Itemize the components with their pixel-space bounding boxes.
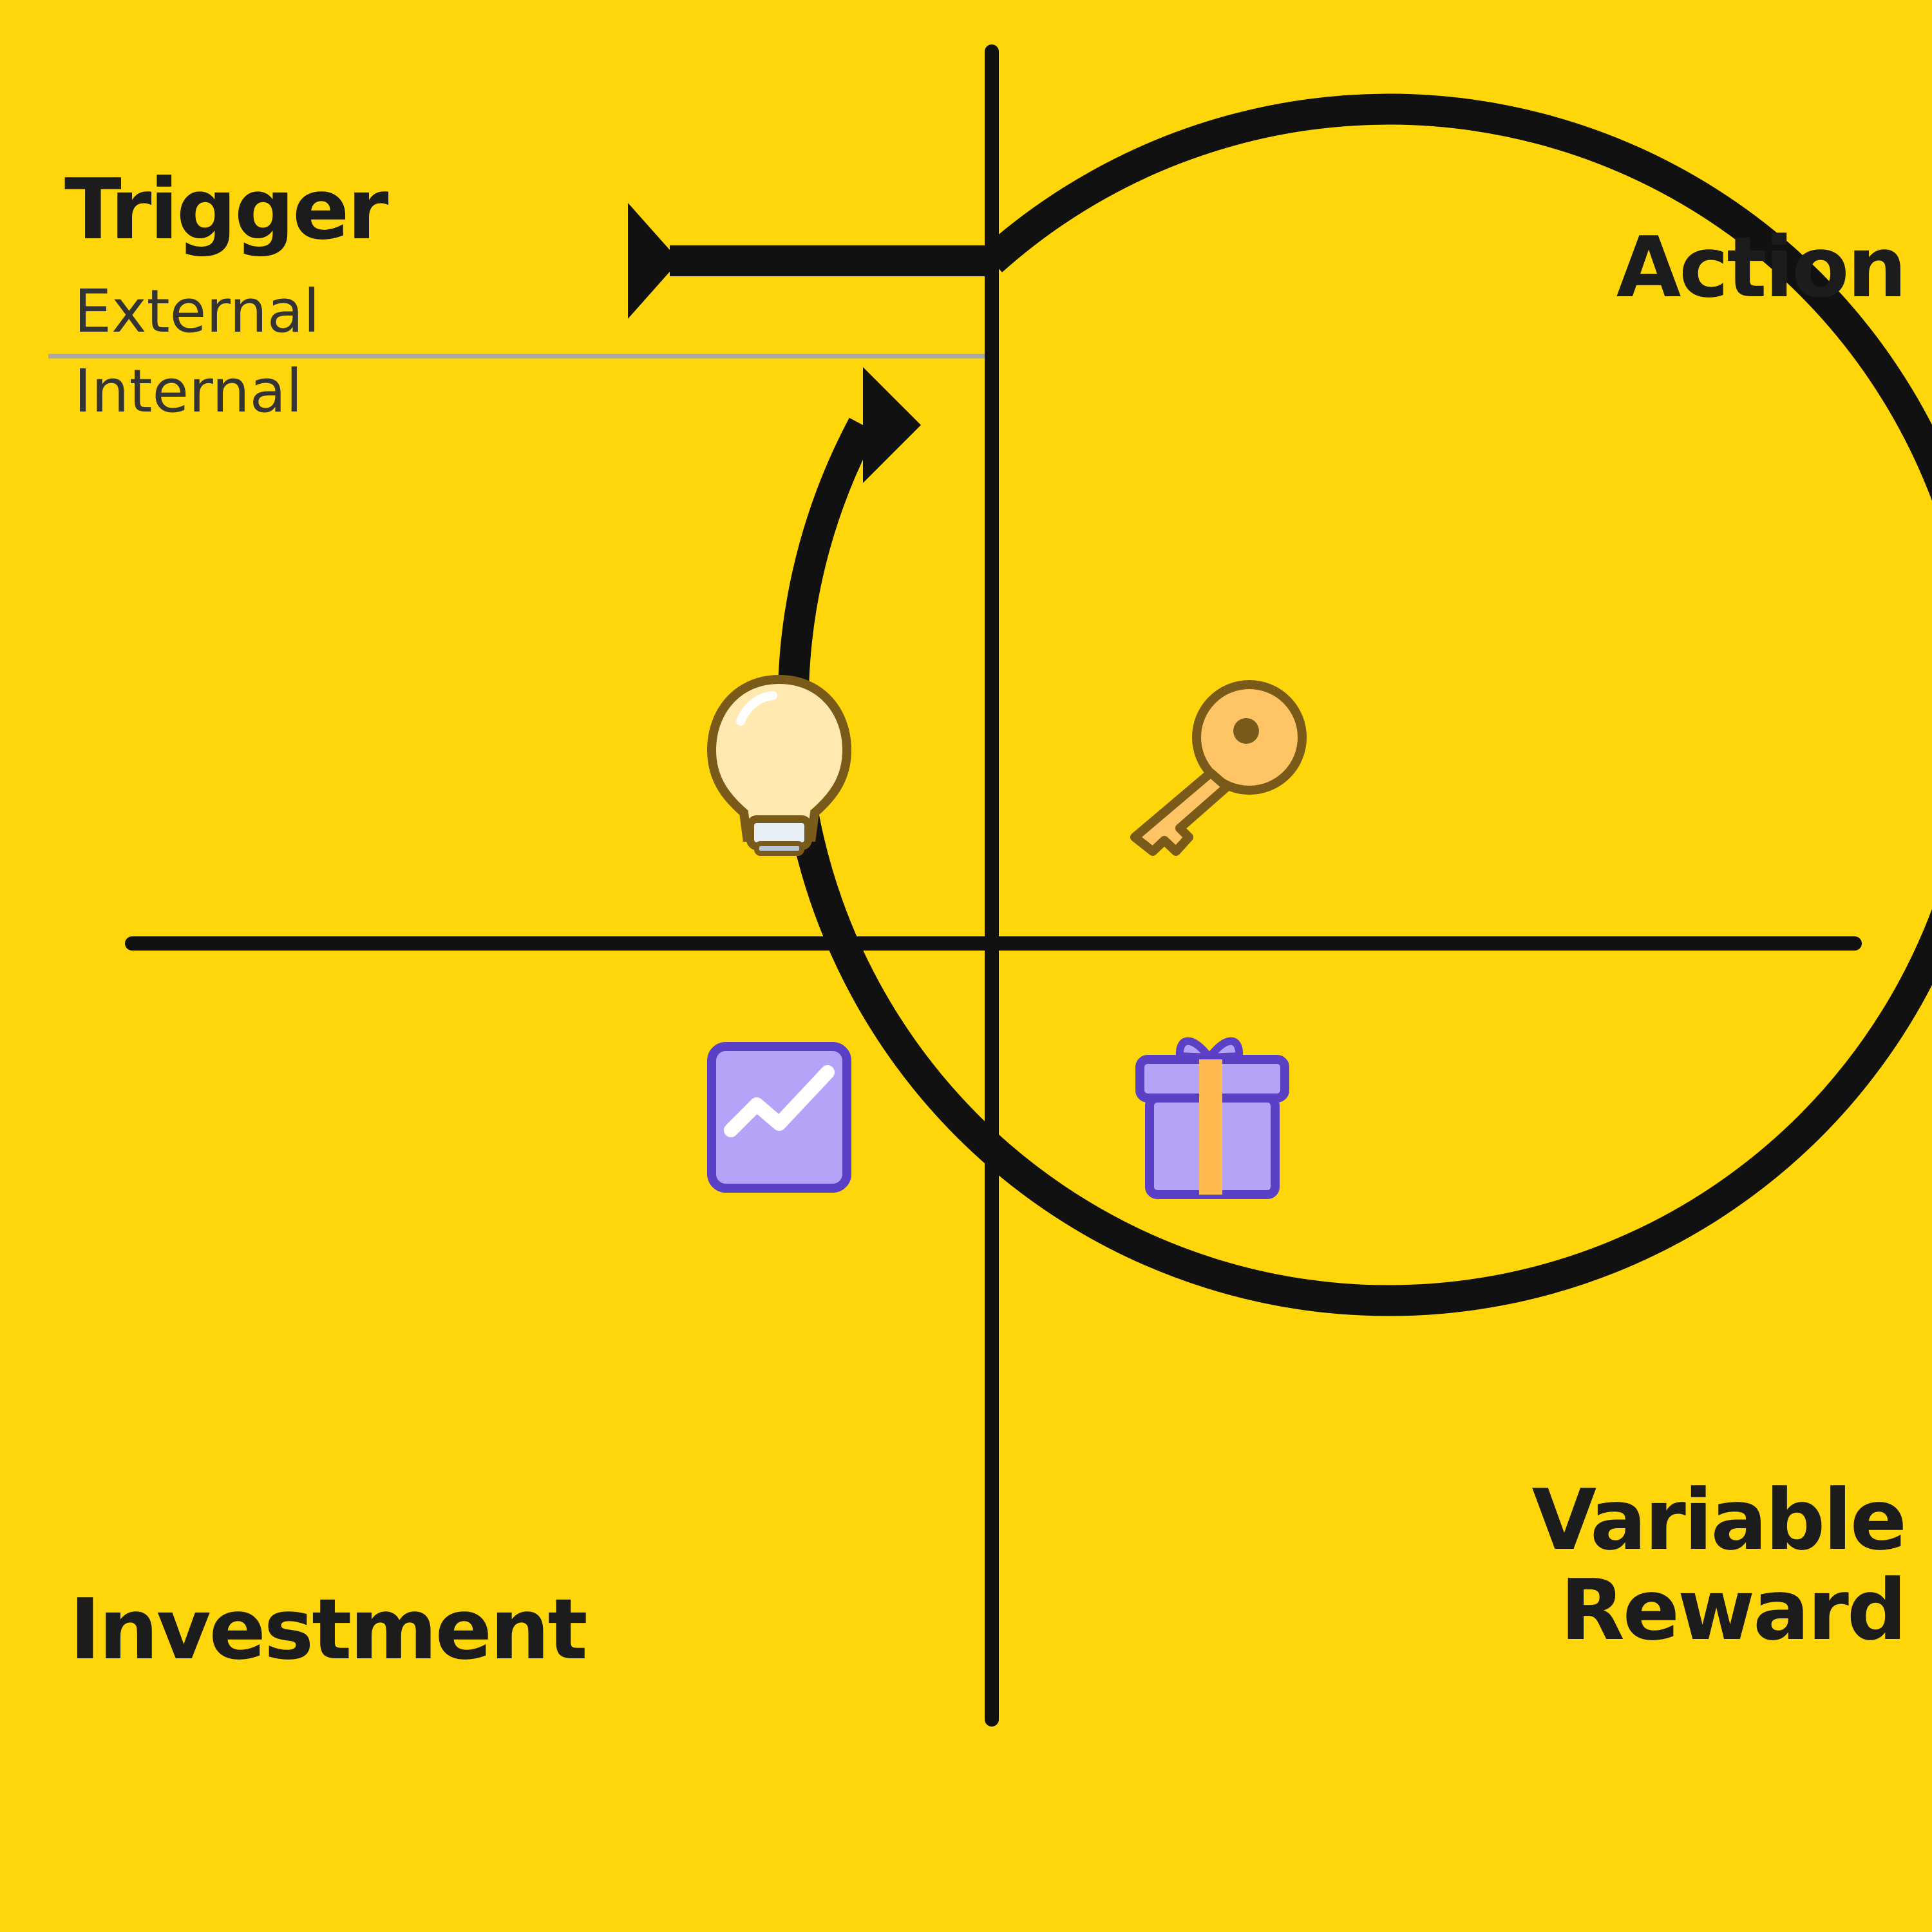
internal-arrowhead [863,367,921,483]
investment-title: Investment [70,1580,588,1678]
gift-box-icon [1135,1037,1289,1199]
action-title: Action [1616,218,1907,316]
variable-reward-title: Variable Reward [1531,1471,1907,1660]
trigger-title: Trigger [64,160,388,258]
internal-trigger-label: Internal [74,357,303,426]
external-trigger-label: External [74,277,320,346]
external-arrowhead [628,203,679,319]
loop-arc [777,93,1932,1316]
variable-reward-line2: Reward [1560,1561,1907,1660]
variable-reward-line1: Variable [1531,1471,1907,1569]
key-icon [1130,680,1307,856]
light-bulb-icon [706,674,852,856]
chart-increasing-icon [707,1042,851,1193]
